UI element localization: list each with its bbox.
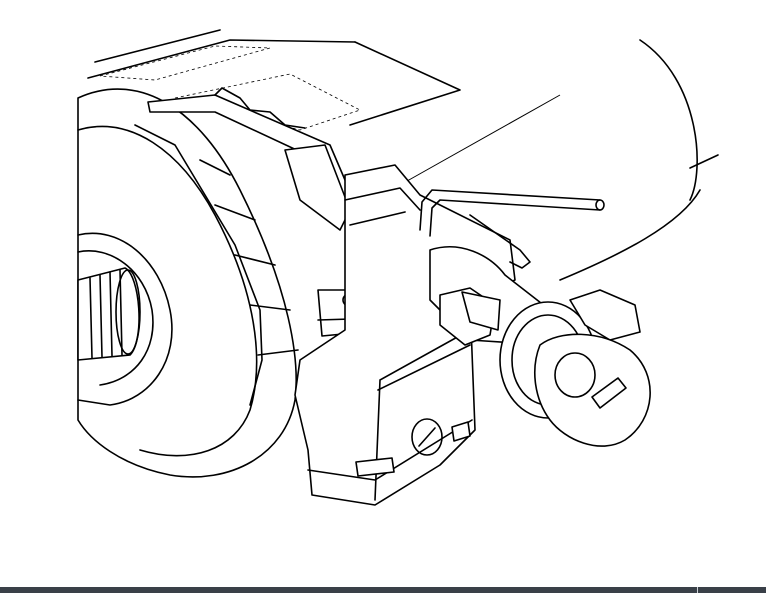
steering-column-housing [559,39,719,281]
bottom-bar-divider [697,587,698,593]
bottom-bar [0,587,766,593]
steering-shaft [77,267,141,361]
dashboard-panel [87,29,561,186]
hex-key-tool [419,189,605,269]
steering-wheel-hub [77,88,299,478]
ignition-key [534,333,651,447]
